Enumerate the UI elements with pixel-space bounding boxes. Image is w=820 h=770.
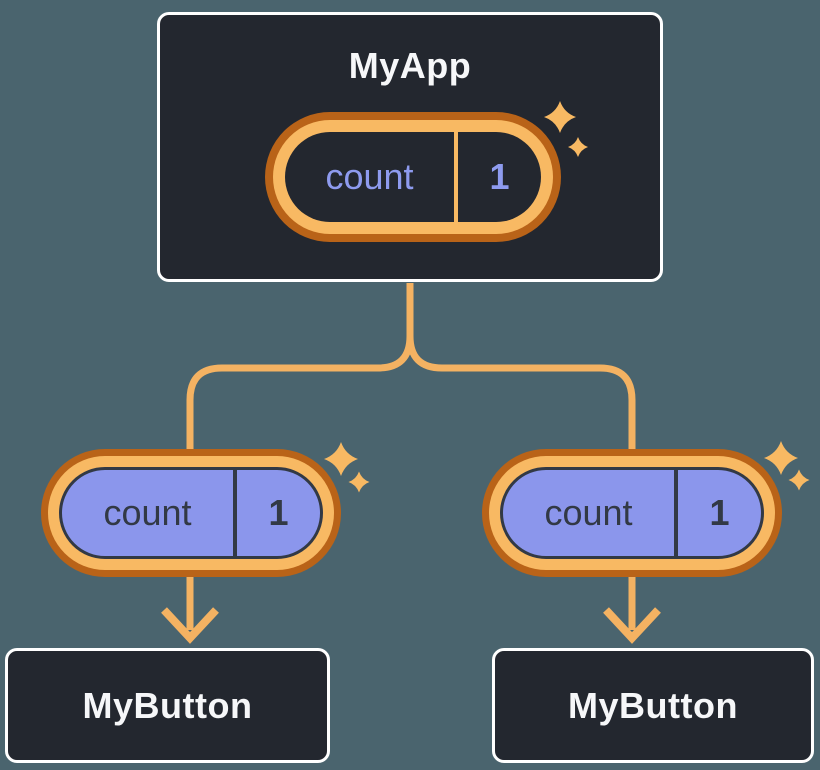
right-child-component-title: MyButton	[568, 684, 738, 726]
arrow-down-icon	[161, 607, 219, 644]
left-child-component-title: MyButton	[82, 684, 253, 726]
connector-left-branch	[186, 283, 414, 630]
left-prop-pill: count 1	[59, 467, 323, 559]
connector-right-branch	[406, 283, 636, 630]
arrow-down-icon	[603, 607, 661, 644]
pill-divider	[233, 470, 237, 556]
pill-divider	[674, 470, 678, 556]
right-prop-pill: count 1	[500, 467, 764, 559]
left-child-component-card: MyButton	[5, 648, 330, 763]
state-label: count	[325, 156, 414, 197]
root-component-title: MyApp	[348, 45, 472, 86]
prop-label: count	[544, 492, 633, 533]
state-value: 1	[489, 156, 510, 197]
prop-value: 1	[268, 492, 289, 533]
prop-label: count	[103, 492, 192, 533]
pill-divider	[454, 132, 458, 222]
right-child-component-card: MyButton	[492, 648, 814, 763]
prop-value: 1	[709, 492, 730, 533]
root-state-pill: count 1	[285, 132, 541, 222]
